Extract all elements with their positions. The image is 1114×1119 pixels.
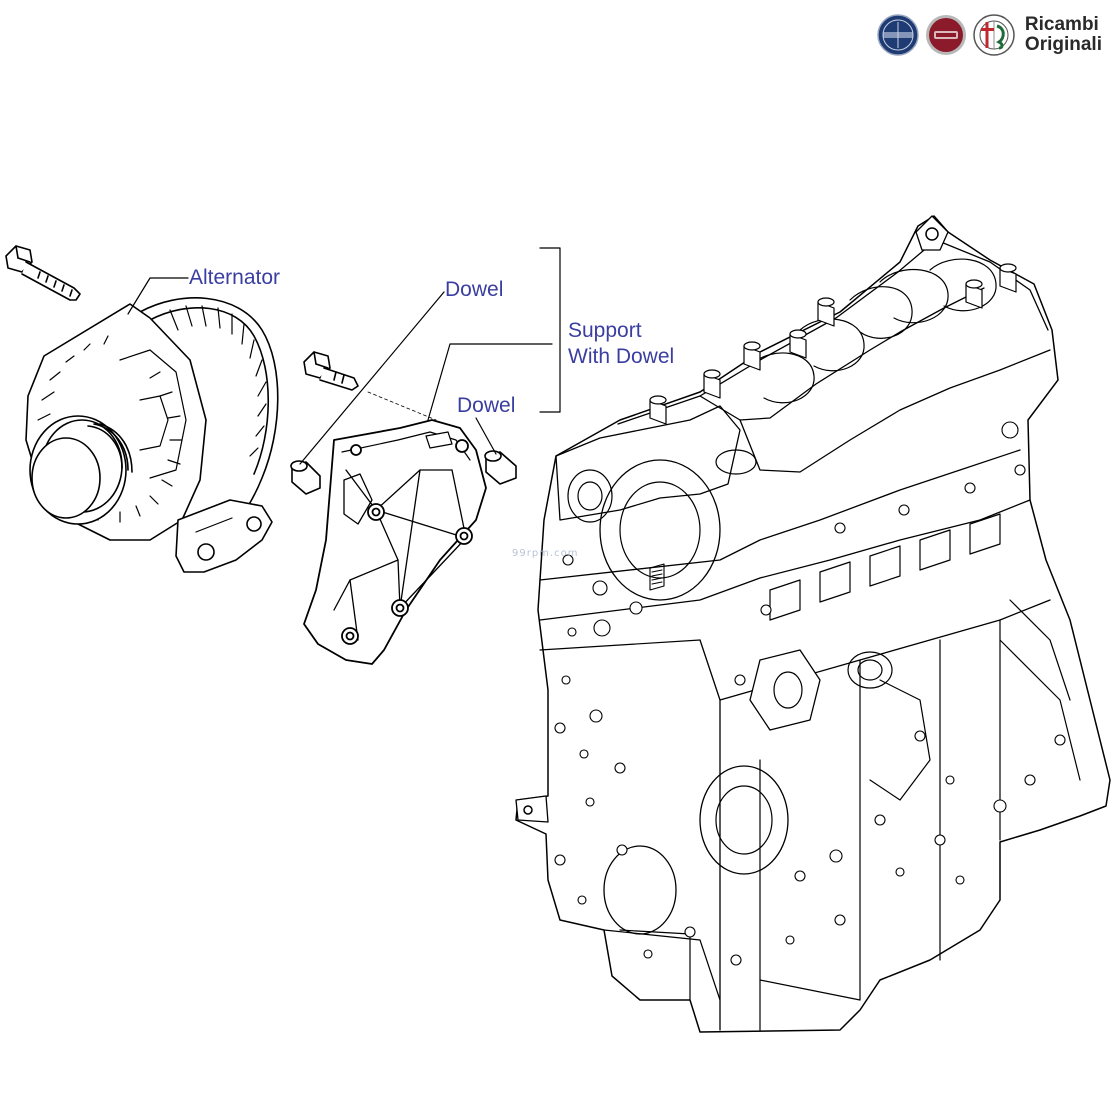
alfa-romeo-logo: [973, 14, 1015, 56]
brand-text: Ricambi Originali: [1025, 15, 1102, 55]
support-bracket: [303, 419, 487, 665]
label-support-line2: With Dowel: [568, 345, 675, 369]
leader-support: [427, 343, 553, 421]
label-dowel-bottom: Dowel: [457, 394, 516, 417]
label-dowel-top: Dowel: [445, 278, 504, 301]
dowel-right: [484, 450, 517, 485]
label-support-with-dowel: Support With Dowel: [568, 318, 674, 371]
leader-alternator: [127, 277, 189, 315]
support-bolt: [303, 351, 359, 391]
branding: Ricambi Originali: [877, 14, 1102, 56]
alternator-drawing: [25, 297, 279, 573]
leader-dowel-bottom: [475, 417, 497, 455]
engine-block: [515, 215, 1111, 1033]
alternator-bolt: [5, 245, 81, 301]
fiat-logo: [925, 14, 967, 56]
dowel-left: [290, 460, 321, 495]
leader-dowel-top: [299, 291, 445, 465]
label-alternator: Alternator: [189, 266, 281, 289]
leader-lines: [127, 247, 561, 465]
brand-line1: Ricambi: [1024, 14, 1099, 35]
support-bracket-brace: [539, 247, 561, 413]
label-support-line1: Support: [568, 319, 642, 342]
watermark: 99rpm.com: [512, 548, 579, 559]
brand-line2: Originali: [1024, 34, 1102, 55]
lancia-logo: [877, 14, 919, 56]
